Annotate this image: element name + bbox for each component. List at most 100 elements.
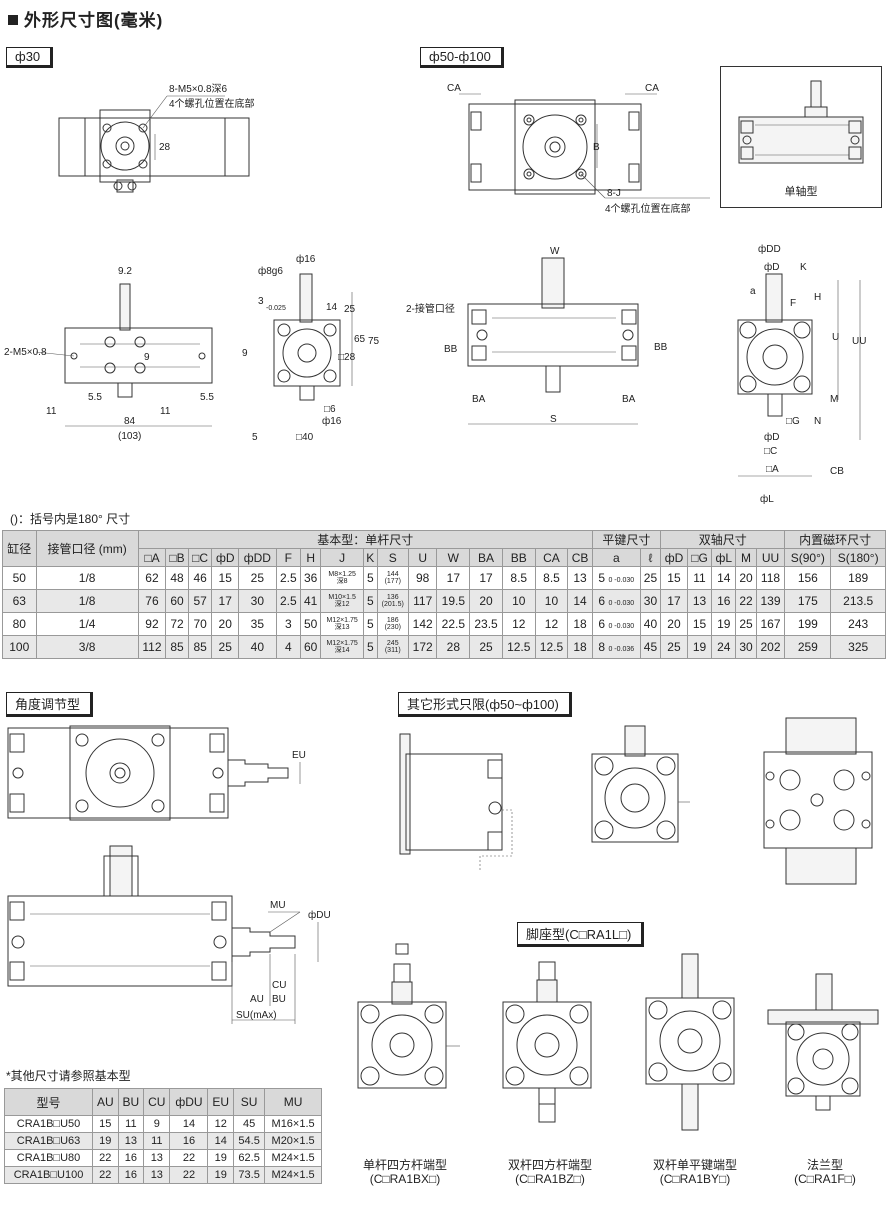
phi-du-text: фDU: [308, 909, 331, 921]
cell: 73.5: [233, 1166, 266, 1184]
au-text: AU: [250, 994, 264, 1005]
cell: 25: [660, 635, 688, 659]
cell: 62.5: [233, 1149, 266, 1167]
cell: 175: [784, 589, 832, 613]
th-su: SU: [233, 1088, 266, 1116]
th-col: U: [407, 548, 438, 567]
cell: 16: [711, 589, 737, 613]
cell: 40: [238, 635, 277, 659]
cell: 50: [300, 612, 322, 636]
cell: 92: [137, 612, 167, 636]
cell: 11: [117, 1115, 145, 1133]
bb-left-text: BB: [444, 344, 458, 355]
n-text: N: [814, 416, 821, 427]
cb-text: CB: [830, 466, 844, 477]
phi16-bottom-text: ф16: [322, 415, 342, 427]
ca-left-text: CA: [447, 83, 461, 94]
cell: 85: [187, 635, 213, 659]
cell: 50: [2, 566, 37, 590]
cell-s2: (230): [384, 624, 401, 631]
cell: 22.5: [436, 612, 471, 636]
m5-depth-text: 8-M5×0.8深6: [169, 83, 228, 95]
cell-a-val: 8: [598, 640, 606, 654]
cell: M24×1.5: [264, 1149, 322, 1167]
cell: 60: [300, 635, 322, 659]
bb-right-text: BB: [654, 342, 668, 353]
box-c-text: □C: [764, 446, 777, 457]
other-forms-label: 其它形式只限(ф50~ф100): [398, 692, 572, 717]
th-col: W: [436, 548, 471, 567]
variant-2-caption: 双杆四方杆端型 (C□RA1BZ□): [490, 1158, 610, 1186]
th-cu: CU: [143, 1088, 171, 1116]
single-shaft-frame: 单轴型: [720, 66, 882, 208]
cell: 5: [362, 589, 378, 613]
box40-text: □40: [296, 432, 314, 443]
phi8g6-text: ф8g6: [258, 265, 283, 277]
spec-table: 缸径 接管口径 (mm) 基本型：单杆尺寸 平键尺寸 双轴尺寸 内置磁环尺寸 □…: [2, 530, 886, 659]
uu-text: UU: [852, 336, 866, 347]
cell-s: 245(311): [376, 635, 409, 659]
su-text: SU(mAx): [236, 1010, 277, 1021]
th-du: фDU: [169, 1088, 209, 1116]
cell: 19: [92, 1132, 119, 1150]
cell: 57: [187, 589, 213, 613]
cell: 199: [784, 612, 832, 636]
cell: 10: [534, 589, 569, 613]
th-col: a: [591, 548, 641, 567]
cell: 3: [275, 612, 302, 636]
cell: 172: [407, 635, 438, 659]
th-col: □B: [165, 548, 189, 567]
cell: 12.5: [534, 635, 569, 659]
cell: 25: [469, 635, 503, 659]
cell: 13: [686, 589, 713, 613]
cell: 19.5: [436, 589, 471, 613]
cell-s: 186(230): [376, 612, 409, 636]
cell: 17: [469, 566, 503, 590]
cell: 112: [137, 635, 167, 659]
ca-right-text: CA: [645, 83, 659, 94]
box-g-text: □G: [786, 416, 800, 427]
dim-14-text: 14: [326, 302, 338, 313]
cell: 72: [165, 612, 189, 636]
other-form-double-drawing: [763, 717, 873, 885]
cell: 20: [660, 612, 688, 636]
variant-1-caption: 单杆四方杆端型 (C□RA1BX□): [345, 1158, 465, 1186]
other-dims-note: *其他尺寸请参照基本型: [6, 1069, 131, 1083]
cell: 18: [567, 612, 593, 636]
cell-a-val: 6: [598, 617, 606, 631]
cell: 54.5: [233, 1132, 266, 1150]
th-basic: 基本型：单杆尺寸: [137, 530, 593, 549]
th-col: S(90°): [784, 548, 832, 567]
cell: 76: [137, 589, 167, 613]
dim-5-5-right-text: 5.5: [200, 392, 214, 403]
cell: 80: [2, 612, 37, 636]
dim-3-text: 3: [258, 296, 264, 307]
eu-text: EU: [292, 750, 306, 761]
th-col: F: [275, 548, 302, 567]
cell: 15: [92, 1115, 119, 1133]
cell: 9: [143, 1115, 171, 1133]
angle-type-front-drawing: MU фDU CU AU BU SU(mAx): [7, 845, 331, 1024]
cell-a-tol: 0 -0.030: [608, 577, 635, 584]
angle-type-label: 角度调节型: [6, 692, 94, 717]
dim-25-text: 25: [344, 304, 356, 315]
dim-75-text: 75: [368, 336, 380, 347]
cell: 35: [238, 612, 277, 636]
box-a-text: □A: [766, 464, 779, 475]
th-col: S(180°): [830, 548, 886, 567]
mu-text: MU: [270, 900, 286, 911]
cell: 19: [207, 1166, 235, 1184]
cell-s: 144(177): [376, 566, 409, 590]
cell: 15: [211, 566, 240, 590]
ba-right-text: BA: [622, 394, 636, 405]
cell: 17: [436, 566, 471, 590]
cell-s1: 245: [386, 640, 399, 647]
variant-3-code: (C□RA1BY□): [659, 1172, 731, 1186]
